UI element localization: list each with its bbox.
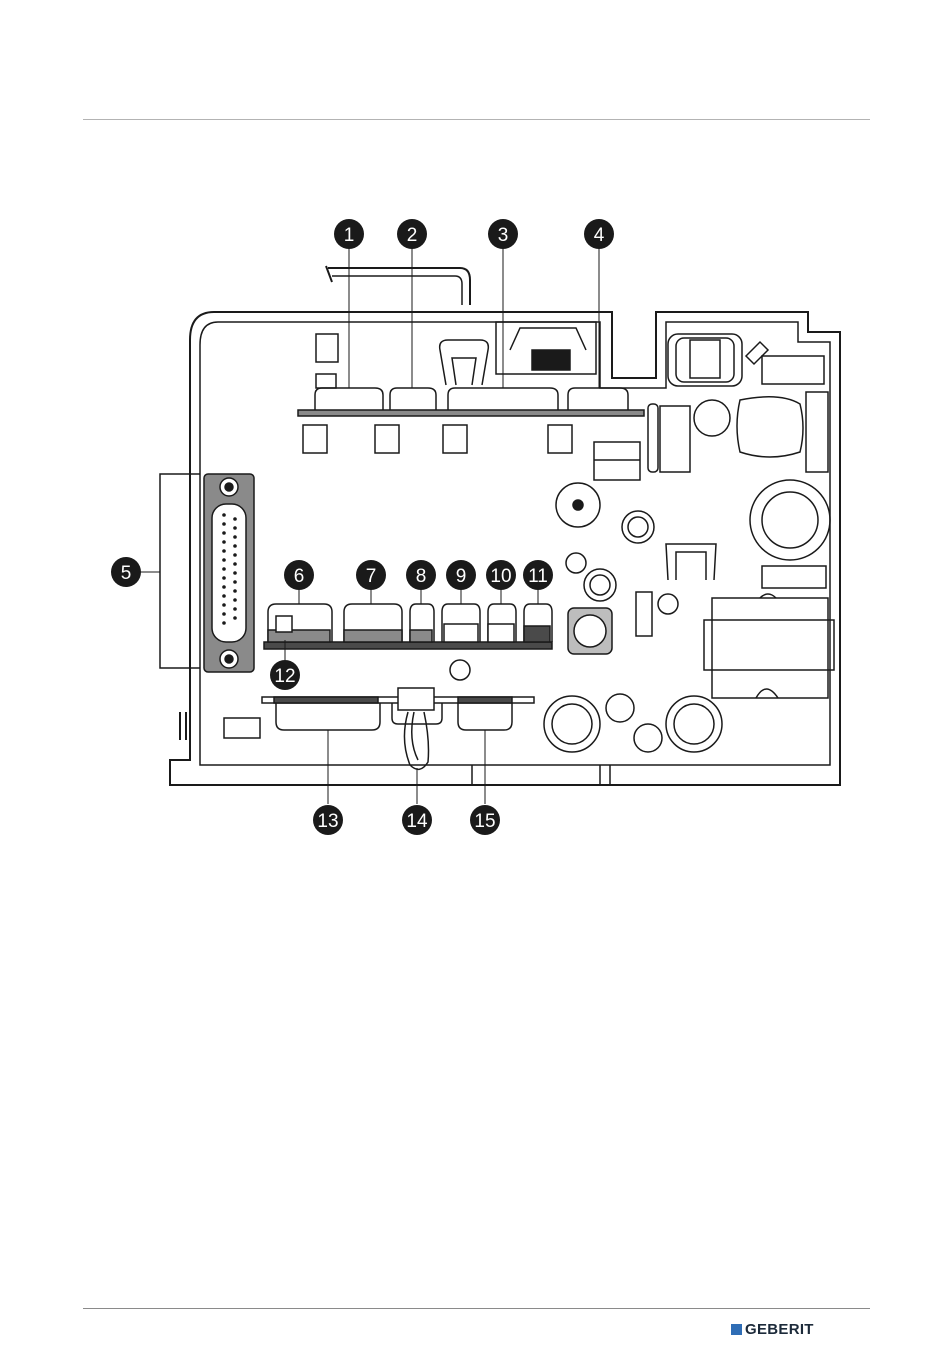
svg-text:11: 11 <box>528 566 548 587</box>
callout-10: 10 <box>486 560 516 590</box>
callout-1: 1 <box>334 219 364 249</box>
callout-7: 7 <box>356 560 386 590</box>
callout-5: 5 <box>111 557 141 587</box>
svg-text:5: 5 <box>121 563 132 584</box>
svg-text:6: 6 <box>294 566 305 587</box>
board-housing <box>170 266 840 785</box>
geberit-logo: GEBERIT <box>731 1321 814 1338</box>
svg-text:15: 15 <box>474 811 495 832</box>
svg-text:4: 4 <box>594 225 605 246</box>
svg-text:14: 14 <box>406 811 428 832</box>
svg-text:3: 3 <box>498 225 509 246</box>
callout-2: 2 <box>397 219 427 249</box>
callout-3: 3 <box>488 219 518 249</box>
upper-components <box>440 322 830 588</box>
footer-rule <box>83 1308 870 1309</box>
callout-11: 11 <box>523 560 553 590</box>
svg-text:7: 7 <box>366 566 377 587</box>
svg-text:1: 1 <box>344 225 355 246</box>
svg-text:12: 12 <box>274 666 295 687</box>
svg-text:8: 8 <box>416 566 427 587</box>
svg-text:2: 2 <box>407 225 418 246</box>
svg-text:9: 9 <box>456 566 467 587</box>
callout-14: 14 <box>402 805 432 835</box>
callout-13: 13 <box>313 805 343 835</box>
bottom-connector-strip <box>262 688 534 769</box>
callout-4: 4 <box>584 219 614 249</box>
logo-square-icon <box>731 1324 742 1335</box>
top-connector-strip <box>298 334 644 453</box>
callout-9: 9 <box>446 560 476 590</box>
callout-12: 12 <box>270 660 300 690</box>
db25-connector <box>160 474 254 672</box>
callout-15: 15 <box>470 805 500 835</box>
callout-8: 8 <box>406 560 436 590</box>
middle-connector-strip <box>264 604 552 680</box>
callout-6: 6 <box>284 560 314 590</box>
logo-text: GEBERIT <box>745 1321 814 1338</box>
svg-text:10: 10 <box>490 566 511 587</box>
svg-text:13: 13 <box>317 811 338 832</box>
